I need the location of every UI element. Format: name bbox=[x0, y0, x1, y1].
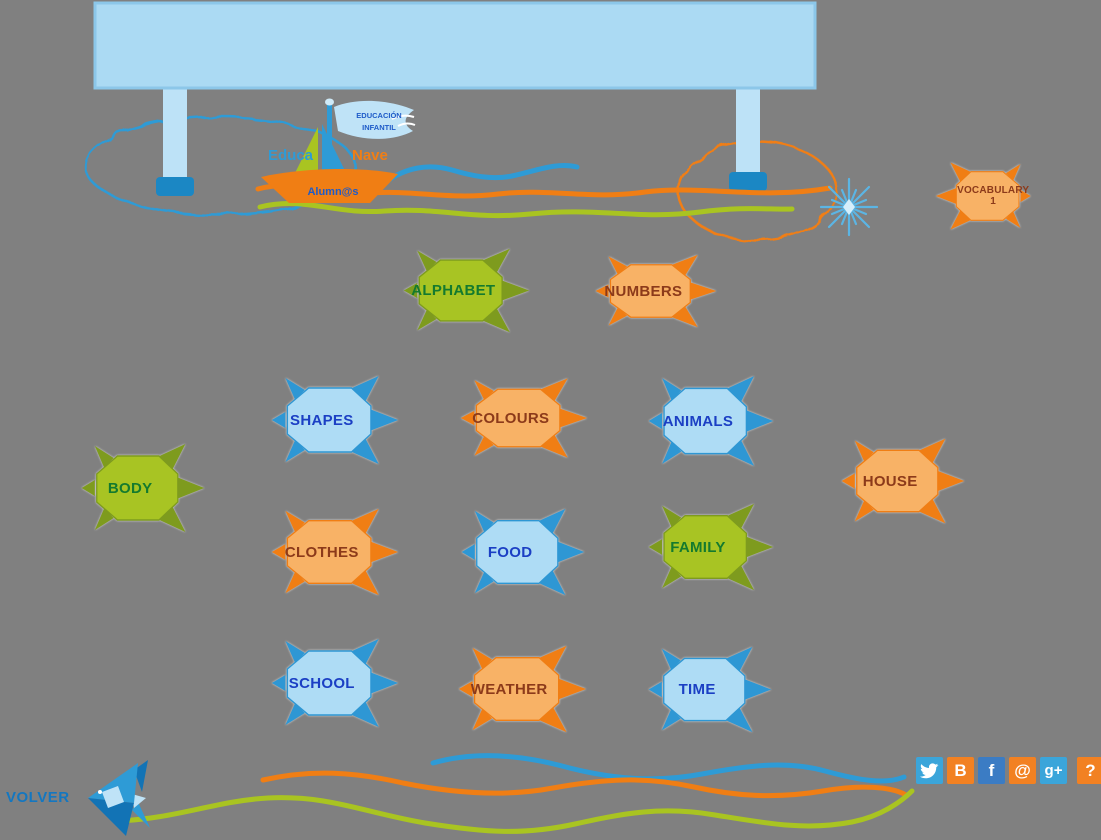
facebook-icon[interactable]: f bbox=[978, 757, 1005, 784]
at-glyph: @ bbox=[1014, 761, 1031, 780]
flag-caption-line2: INFANTIL bbox=[362, 123, 396, 132]
topic-label: NUMBERS bbox=[604, 282, 683, 300]
help-icon[interactable]: ? bbox=[1077, 757, 1101, 784]
back-arrow-fish-icon bbox=[88, 760, 150, 836]
topic-fish-vocabulary-1[interactable]: VOCABULARY 1 bbox=[933, 158, 1035, 234]
topic-label: FOOD bbox=[487, 543, 533, 561]
fish-shape-graphic bbox=[271, 508, 399, 596]
starburst-icon bbox=[819, 177, 879, 237]
topic-fish-school[interactable]: SCHOOL bbox=[266, 633, 402, 733]
back-button-label: VOLVER bbox=[6, 789, 70, 806]
topic-label: SHAPES bbox=[290, 411, 354, 429]
table-leg-left bbox=[156, 88, 194, 196]
topic-label: FAMILY bbox=[670, 538, 726, 556]
blogger-glyph: B bbox=[954, 761, 967, 780]
wave-blue-top bbox=[383, 163, 580, 185]
table-leg-right bbox=[729, 88, 767, 191]
fish-shape-graphic bbox=[461, 508, 585, 596]
flag-caption: EDUCACIÓN INFANTIL bbox=[340, 110, 418, 134]
fish-shape-graphic bbox=[403, 248, 530, 333]
google-plus-icon[interactable]: g+ bbox=[1040, 757, 1067, 784]
fish-shape-graphic bbox=[271, 639, 399, 727]
fish-shape-graphic bbox=[595, 254, 717, 328]
fish-shape-graphic bbox=[458, 645, 587, 733]
facebook-glyph: f bbox=[988, 761, 995, 780]
topic-fish-time[interactable]: TIME bbox=[643, 641, 775, 738]
twitter-bird-glyph bbox=[920, 763, 939, 779]
brand-nave-label: Nave bbox=[352, 147, 388, 164]
back-button[interactable]: VOLVER bbox=[0, 756, 160, 840]
topic-fish-family[interactable]: FAMILY bbox=[643, 498, 777, 596]
topic-label: COLOURS bbox=[472, 409, 550, 427]
fish-shape-graphic bbox=[841, 438, 965, 524]
topic-label: SCHOOL bbox=[288, 674, 355, 692]
island-outline-left bbox=[83, 115, 357, 217]
social-bar: B f @ g+ ? bbox=[916, 757, 1101, 784]
wave-green-top bbox=[257, 201, 795, 219]
flag-caption-line1: EDUCACIÓN bbox=[356, 111, 402, 120]
topic-fish-numbers[interactable]: NUMBERS bbox=[590, 250, 720, 332]
fish-shape-graphic bbox=[648, 376, 774, 466]
topic-label: VOCABULARY 1 bbox=[957, 185, 1030, 207]
wave-green-bottom bbox=[114, 788, 915, 834]
topic-label: CLOTHES bbox=[284, 543, 359, 561]
wave-blue-bottom bbox=[430, 753, 907, 784]
topic-label: BODY bbox=[107, 479, 153, 497]
topic-fish-colours[interactable]: COLOURS bbox=[455, 373, 591, 463]
topic-fish-clothes[interactable]: CLOTHES bbox=[266, 503, 402, 601]
blogger-icon[interactable]: B bbox=[947, 757, 974, 784]
footer-waves bbox=[114, 753, 915, 834]
fish-shape-graphic bbox=[271, 376, 399, 464]
boat-flag bbox=[334, 100, 414, 139]
topic-label: ANIMALS bbox=[662, 412, 734, 430]
brand-educa-label: Educa bbox=[268, 147, 314, 164]
topic-fish-body[interactable]: BODY bbox=[76, 438, 208, 538]
topic-fish-alphabet[interactable]: ALPHABET bbox=[398, 243, 533, 338]
email-at-icon[interactable]: @ bbox=[1009, 757, 1036, 784]
sailboat bbox=[261, 98, 416, 203]
title-board bbox=[93, 1, 817, 90]
topic-fish-animals[interactable]: ANIMALS bbox=[643, 370, 777, 472]
fish-shape-graphic bbox=[648, 503, 774, 591]
topic-fish-weather[interactable]: WEATHER bbox=[453, 640, 590, 738]
topic-label: ALPHABET bbox=[411, 282, 496, 299]
twitter-icon[interactable] bbox=[916, 757, 943, 784]
wave-orange-bottom bbox=[260, 770, 909, 799]
fish-shape-graphic bbox=[81, 444, 205, 532]
fish-shape-graphic bbox=[935, 162, 1031, 230]
topic-label: HOUSE bbox=[862, 472, 918, 490]
boat-hull bbox=[261, 168, 398, 203]
fish-shape-graphic bbox=[648, 646, 772, 733]
topic-fish-shapes[interactable]: SHAPES bbox=[266, 370, 402, 470]
topic-label: TIME bbox=[678, 681, 716, 698]
hull-caption: Alumn@s bbox=[307, 186, 359, 198]
question-glyph: ? bbox=[1085, 761, 1096, 780]
topic-fish-house[interactable]: HOUSE bbox=[836, 433, 968, 529]
topic-fish-food[interactable]: FOOD bbox=[456, 503, 588, 601]
fish-shape-graphic bbox=[460, 378, 588, 458]
topic-label: WEATHER bbox=[470, 680, 548, 698]
gplus-glyph: g+ bbox=[1044, 762, 1063, 779]
